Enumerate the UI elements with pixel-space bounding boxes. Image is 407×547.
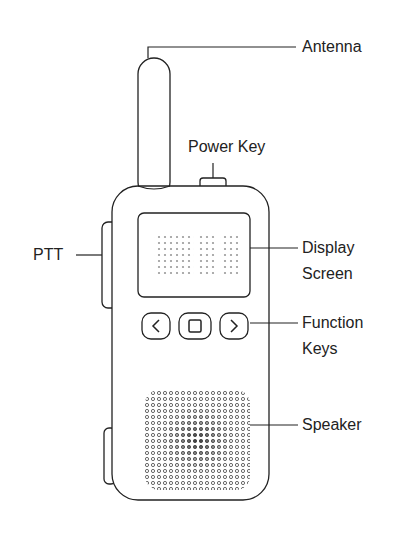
display-screen — [138, 213, 250, 297]
radio-body — [112, 186, 269, 500]
speaker-grille — [145, 390, 250, 490]
function-key — [179, 313, 211, 339]
lcd-dots — [154, 235, 238, 277]
part-label: Speaker — [302, 412, 402, 438]
antenna — [138, 58, 170, 198]
part-label: Function Keys — [302, 310, 382, 362]
part-label: Display Screen — [302, 235, 372, 287]
leader-lines — [76, 47, 298, 425]
part-label: Antenna — [302, 34, 402, 60]
part-label: PTT — [33, 242, 75, 268]
function-key — [220, 313, 248, 339]
function-key — [142, 313, 170, 339]
part-label: Power Key — [188, 134, 298, 160]
